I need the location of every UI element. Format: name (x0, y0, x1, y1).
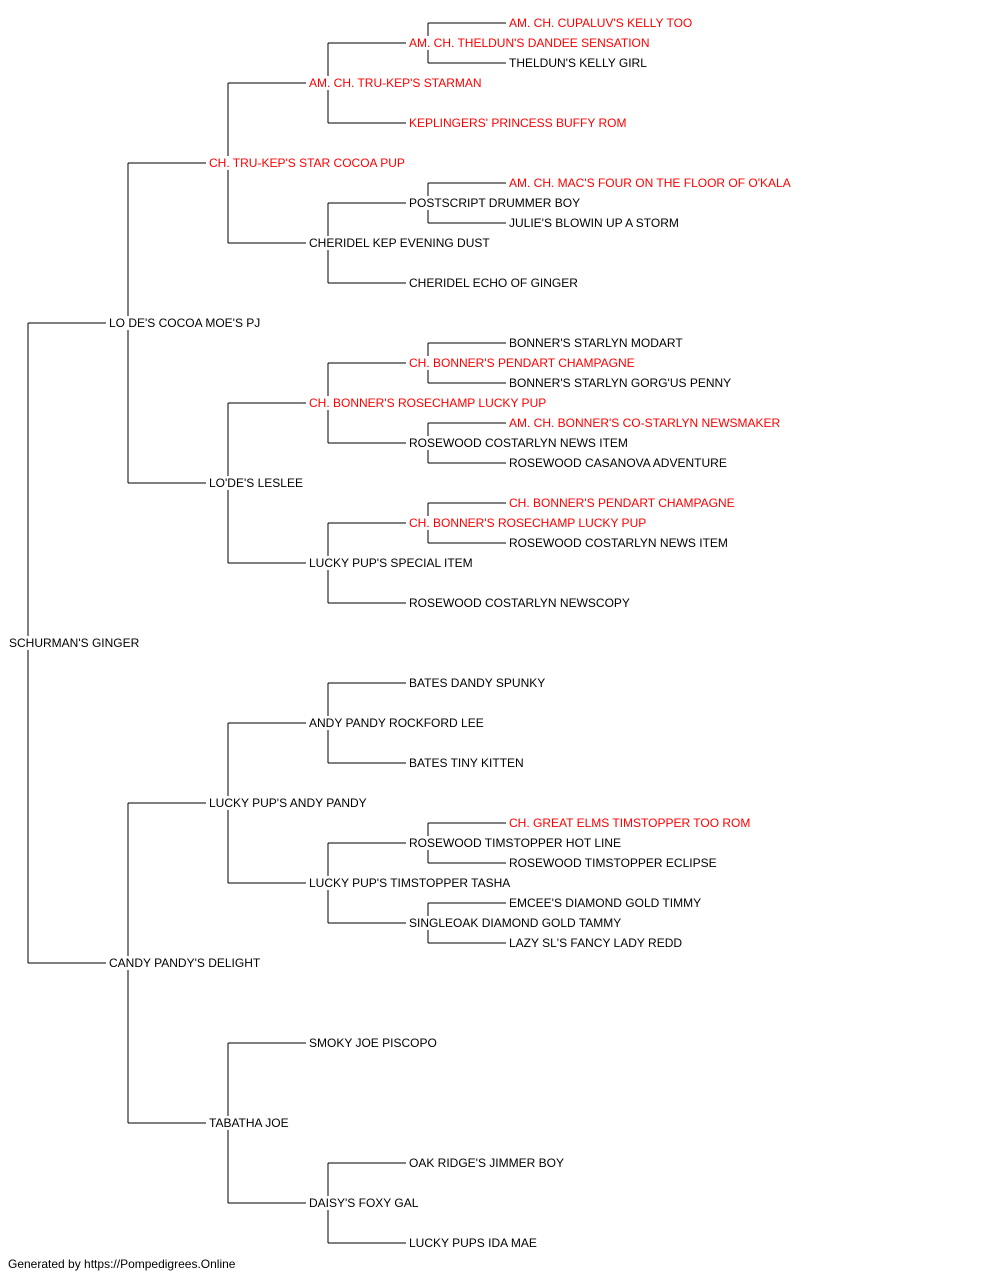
ancestor-name: ROSEWOOD COSTARLYN NEWS ITEM (408, 436, 629, 450)
ancestor-name: ANDY PANDY ROCKFORD LEE (308, 716, 485, 730)
ancestor-name: ROSEWOOD TIMSTOPPER ECLIPSE (508, 856, 718, 870)
subject-name: SCHURMAN'S GINGER (8, 636, 141, 650)
ancestor-name: AM. CH. BONNER'S CO-STARLYN NEWSMAKER (508, 416, 782, 430)
ancestor-name: AM. CH. MAC'S FOUR ON THE FLOOR OF O'KAL… (508, 176, 792, 190)
ancestor-name: SINGLEOAK DIAMOND GOLD TAMMY (408, 916, 623, 930)
ancestor-name: OAK RIDGE'S JIMMER BOY (408, 1156, 565, 1170)
ancestor-name: AM. CH. THELDUN'S DANDEE SENSATION (408, 36, 651, 50)
ancestor-name: BONNER'S STARLYN MODART (508, 336, 684, 350)
ancestor-name: BONNER'S STARLYN GORG'US PENNY (508, 376, 733, 390)
ancestor-name: CANDY PANDY'S DELIGHT (108, 956, 262, 970)
ancestor-name: CH. BONNER'S ROSECHAMP LUCKY PUP (408, 516, 648, 530)
ancestor-name: AM. CH. TRU-KEP'S STARMAN (308, 76, 483, 90)
generated-by-footer: Generated by https://Pompedigrees.Online (8, 1257, 236, 1271)
ancestor-name: CH. BONNER'S PENDART CHAMPAGNE (508, 496, 736, 510)
ancestor-name: DAISY'S FOXY GAL (308, 1196, 420, 1210)
ancestor-name: LUCKY PUP'S SPECIAL ITEM (308, 556, 474, 570)
ancestor-name: KEPLINGERS' PRINCESS BUFFY ROM (408, 116, 628, 130)
ancestor-name: LUCKY PUPS IDA MAE (408, 1236, 538, 1250)
ancestor-name: JULIE'S BLOWIN UP A STORM (508, 216, 680, 230)
ancestor-name: EMCEE'S DIAMOND GOLD TIMMY (508, 896, 703, 910)
ancestor-name: LAZY SL'S FANCY LADY REDD (508, 936, 684, 950)
ancestor-name: LO DE'S COCOA MOE'S PJ (108, 316, 262, 330)
ancestor-name: CH. BONNER'S PENDART CHAMPAGNE (408, 356, 636, 370)
ancestor-name: BATES DANDY SPUNKY (408, 676, 547, 690)
ancestor-name: CH. TRU-KEP'S STAR COCOA PUP (208, 156, 406, 170)
ancestor-name: CH. BONNER'S ROSECHAMP LUCKY PUP (308, 396, 548, 410)
ancestor-name: ROSEWOOD CASANOVA ADVENTURE (508, 456, 728, 470)
ancestor-name: CHERIDEL KEP EVENING DUST (308, 236, 491, 250)
ancestor-name: LUCKY PUP'S TIMSTOPPER TASHA (308, 876, 512, 890)
ancestor-name: AM. CH. CUPALUV'S KELLY TOO (508, 16, 694, 30)
ancestor-name: BATES TINY KITTEN (408, 756, 525, 770)
ancestor-name: ROSEWOOD COSTARLYN NEWSCOPY (408, 596, 631, 610)
ancestor-name: LUCKY PUP'S ANDY PANDY (208, 796, 368, 810)
ancestor-name: LO'DE'S LESLEE (208, 476, 304, 490)
ancestor-name: THELDUN'S KELLY GIRL (508, 56, 648, 70)
ancestor-name: POSTSCRIPT DRUMMER BOY (408, 196, 582, 210)
ancestor-name: CHERIDEL ECHO OF GINGER (408, 276, 579, 290)
ancestor-name: SMOKY JOE PISCOPO (308, 1036, 438, 1050)
ancestor-name: ROSEWOOD COSTARLYN NEWS ITEM (508, 536, 729, 550)
ancestor-name: ROSEWOOD TIMSTOPPER HOT LINE (408, 836, 623, 850)
ancestor-name: TABATHA JOE (208, 1116, 290, 1130)
ancestor-name: CH. GREAT ELMS TIMSTOPPER TOO ROM (508, 816, 752, 830)
